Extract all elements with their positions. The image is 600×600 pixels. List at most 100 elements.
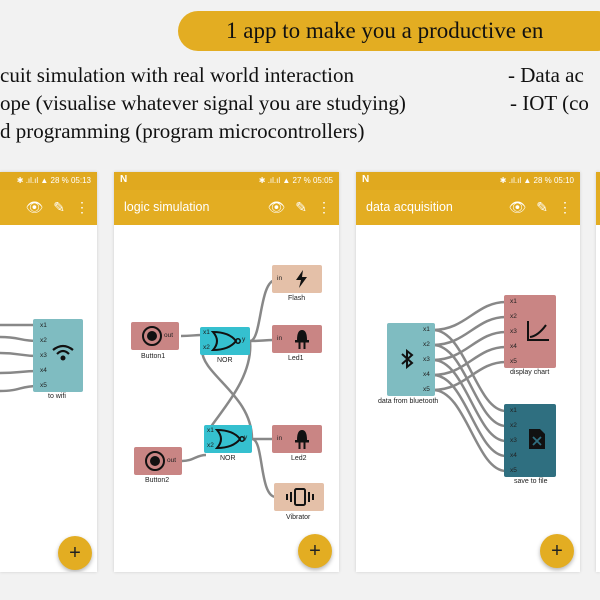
- time-text: 05:13: [70, 176, 91, 185]
- battery-text: 27 %: [292, 176, 311, 185]
- port-x4: x4: [40, 367, 47, 374]
- port-in: in: [277, 275, 283, 282]
- add-node-button[interactable]: +: [58, 536, 92, 570]
- pencil-icon[interactable]: ✎: [536, 199, 548, 215]
- app-bar: logic simulation 👁 ✎ ⋮: [114, 190, 339, 225]
- port-x1: x1: [40, 322, 47, 329]
- port-x5: x5: [510, 358, 517, 365]
- app-bar: data acquisition 👁✎⋮: [356, 190, 580, 225]
- more-vert-icon[interactable]: ⋮: [317, 199, 331, 215]
- status-bar: N ✱ .ıl.ıl ▲ 27 % 05:05: [114, 172, 339, 190]
- feature-line-3: d programming (program microcontrollers): [0, 119, 365, 143]
- port-x4: x4: [423, 371, 430, 378]
- bluetooth-status-icon: ✱ .ıl.ıl ▲: [499, 176, 534, 185]
- flash-label: Flash: [288, 295, 306, 302]
- more-vert-icon[interactable]: ⋮: [75, 199, 89, 215]
- port-x4: x4: [510, 452, 517, 459]
- battery-text: 28 %: [533, 176, 552, 185]
- port-x3: x3: [40, 352, 47, 359]
- port-x1: x1: [510, 407, 517, 414]
- screen-title: logic simulation: [124, 200, 210, 214]
- time-text: 05:05: [312, 176, 333, 185]
- flash-icon: [296, 270, 307, 288]
- led2-node[interactable]: in: [272, 425, 322, 453]
- flow-canvas[interactable]: x1 x2 x3 x4 x5 to wifi +: [0, 225, 97, 572]
- flow-canvas[interactable]: out Button1 x1 x2 y NOR in Flash in Led1…: [114, 225, 339, 572]
- bluetooth-status-icon: ✱ .ıl.ıl ▲: [16, 176, 51, 185]
- display-chart-node[interactable]: x1 x2 x3 x4 x5: [504, 295, 556, 368]
- port-x2: x2: [40, 337, 47, 344]
- headline-banner: 1 app to make you a productive en: [178, 11, 600, 51]
- phone-screen-edge: [596, 172, 600, 572]
- flash-node[interactable]: in: [272, 265, 322, 293]
- nor1-label: NOR: [217, 357, 233, 364]
- push-button-icon: [145, 451, 165, 471]
- nor2-label: NOR: [220, 455, 236, 462]
- wires: [432, 300, 507, 473]
- add-node-button[interactable]: +: [298, 534, 332, 568]
- led-icon: [295, 430, 309, 449]
- pencil-icon[interactable]: ✎: [295, 199, 307, 215]
- phone-screen-wifi: ✱ .ıl.ıl ▲ 28 % 05:13 👁 ✎ ⋮ x1 x2 x3 x4 x5: [0, 172, 97, 572]
- eye-icon[interactable]: 👁: [267, 199, 286, 215]
- status-bar: [596, 172, 600, 190]
- flow-canvas[interactable]: x1 x2 x3 x4 x5 data from bluetooth x1 x2…: [356, 225, 580, 572]
- bluetooth-source-node[interactable]: x1 x2 x3 x4 x5: [387, 323, 435, 396]
- status-bar: ✱ .ıl.ıl ▲ 28 % 05:13: [0, 172, 97, 190]
- port-in: in: [277, 435, 283, 442]
- nor-gate-2[interactable]: x1 x2 y: [204, 425, 252, 453]
- phone-screen-data-acquisition: N ✱ .ıl.ıl ▲ 28 % 05:10 data acquisition…: [356, 172, 580, 572]
- vibrator-label: Vibrator: [286, 514, 311, 521]
- wifi-icon: [52, 344, 74, 361]
- port-x4: x4: [510, 343, 517, 350]
- add-node-button[interactable]: +: [540, 534, 574, 568]
- port-x5: x5: [423, 386, 430, 393]
- feature-right-2: - IOT (co: [510, 91, 589, 115]
- status-bar: N ✱ .ıl.ıl ▲ 28 % 05:10: [356, 172, 580, 190]
- headline-text: 1 app to make you a productive en: [226, 18, 544, 43]
- port-x5: x5: [40, 382, 47, 389]
- port-x2: x2: [510, 422, 517, 429]
- port-out: out: [164, 332, 174, 339]
- eye-icon[interactable]: 👁: [25, 199, 44, 215]
- led1-label: Led1: [288, 355, 304, 362]
- button1-label: Button1: [141, 353, 166, 360]
- chart-icon: [527, 321, 549, 341]
- button2-label: Button2: [145, 477, 170, 484]
- file-label: save to file: [514, 478, 548, 485]
- nor-gate-icon: [215, 428, 245, 450]
- led1-node[interactable]: in: [272, 325, 322, 353]
- port-x1: x1: [510, 298, 517, 305]
- time-text: 05:10: [553, 176, 574, 185]
- vibrator-node[interactable]: [274, 483, 324, 511]
- port-x1: x1: [207, 427, 214, 434]
- battery-text: 28 %: [50, 176, 69, 185]
- node-label: to wifi: [48, 393, 66, 400]
- button1-node[interactable]: out: [131, 322, 179, 350]
- bluetooth-icon: [401, 349, 414, 369]
- push-button-icon: [142, 326, 162, 346]
- app-bar: [596, 190, 600, 225]
- port-x3: x3: [510, 328, 517, 335]
- port-x3: x3: [510, 437, 517, 444]
- port-y: y: [242, 336, 246, 343]
- port-x1: x1: [423, 326, 430, 333]
- save-file-node[interactable]: x1 x2 x3 x4 x5: [504, 404, 556, 477]
- bluetooth-status-icon: ✱ .ıl.ıl ▲: [258, 176, 293, 185]
- to-wifi-node[interactable]: x1 x2 x3 x4 x5: [33, 319, 83, 392]
- phone-screen-logic-simulation: N ✱ .ıl.ıl ▲ 27 % 05:05 logic simulation…: [114, 172, 339, 572]
- port-x2: x2: [423, 341, 430, 348]
- nor-gate-1[interactable]: x1 x2 y: [200, 327, 250, 355]
- feature-line-2: ope (visualise whatever signal you are s…: [0, 91, 406, 115]
- port-x3: x3: [423, 356, 430, 363]
- nor-gate-icon: [211, 330, 241, 352]
- feature-right-1: - Data ac: [508, 63, 584, 87]
- source-label: data from bluetooth: [378, 398, 439, 405]
- led2-label: Led2: [291, 455, 307, 462]
- port-x2: x2: [510, 313, 517, 320]
- eye-icon[interactable]: 👁: [508, 199, 527, 215]
- button2-node[interactable]: out: [134, 447, 182, 475]
- pencil-icon[interactable]: ✎: [53, 199, 65, 215]
- more-vert-icon[interactable]: ⋮: [558, 199, 572, 215]
- file-icon: [529, 429, 545, 449]
